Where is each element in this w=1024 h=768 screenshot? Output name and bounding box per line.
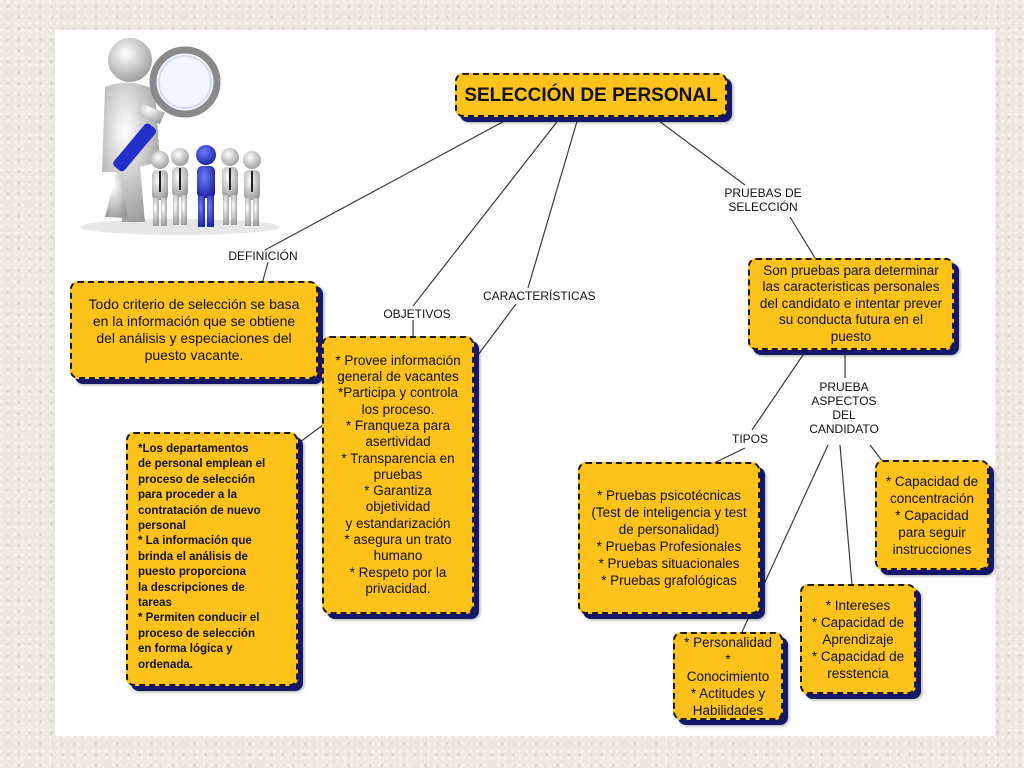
connector-title-objetivos [412,117,561,307]
definicion-box: Todo criterio de selección se basa en la… [70,281,318,379]
label-definicion: DEFINICIÓN [228,249,298,263]
label-objetivos: OBJETIVOS [383,307,451,321]
label-caracteristicas: CARACTERÍSTICAS [483,289,596,303]
connector-definicion-box [261,261,269,285]
connector-pruebas-tipos [751,351,806,431]
label-tipos: TIPOS [731,432,768,446]
label-aspectos: PRUEBA ASPECTOS DEL CANDIDATO [809,380,879,436]
concentracion-box: * Capacidad de concentración * Capacidad… [875,460,989,570]
magnifier-searching-people-icon [80,38,280,235]
connector-aspectos-concentracion [869,444,884,463]
objetivos-box: * Provee información general de vacantes… [322,336,474,614]
connector-aspectos-intereses [839,444,853,586]
connector-caracteristicas-box [477,303,517,356]
connector-title-definicion [264,117,511,251]
title-node: SELECCIÓN DE PERSONAL [455,73,727,117]
label-pruebas: PRUEBAS DE SELECCIÓN [724,186,802,214]
connector-pruebas-box [789,216,816,259]
tipos-box: * Pruebas psicotécnicas (Test de intelig… [578,462,760,614]
intereses-box: * Intereses * Capacidad de Aprendizaje *… [800,584,916,694]
caracteristicas-box: *Los departamentos de personal emplean e… [126,432,298,686]
connector-title-pruebas [654,117,746,186]
connector-title-caracteristicas [527,117,579,289]
connector-caracteristicas-box2 [295,424,324,446]
personalidad-box: * Personalidad * Conocimiento * Actitude… [673,632,783,720]
pruebas-box: Son pruebas para determinar las caracter… [748,258,954,350]
